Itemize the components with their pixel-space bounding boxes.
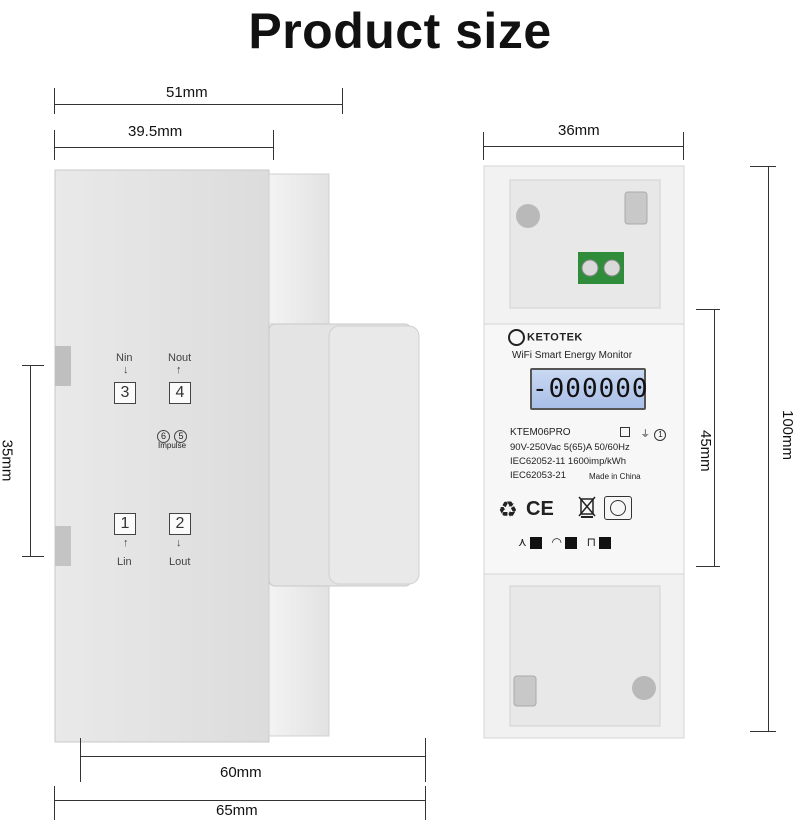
front-view: 36mm KETOTEK WiFi Smart Energy Monitor -… (460, 0, 800, 821)
page-title: Product size (248, 3, 552, 59)
terminal-3-box: 3 (114, 382, 136, 404)
dim-front-inner-height: 45mm (697, 430, 714, 472)
front-body (483, 165, 685, 739)
dim-top-width: 51mm (166, 84, 208, 101)
terminal-nin-label: Nin (116, 352, 133, 364)
model-number: KTEM06PRO (510, 427, 571, 438)
wifi-icon: ◠ (551, 535, 562, 549)
recycle-icon: ♻ (498, 497, 518, 522)
terminal-4-box: 4 (169, 382, 191, 404)
button-icon (604, 496, 632, 520)
terminal-1-box: 1 (114, 513, 136, 535)
dim-top-inner: 39.5mm (128, 123, 183, 140)
dim-bottom-inner: 60mm (220, 764, 262, 781)
product-name: WiFi Smart Energy Monitor (512, 350, 633, 361)
brand-logo: KETOTEK (508, 329, 583, 346)
impulse-label: Impulse (158, 441, 187, 450)
dim-bottom-width: 65mm (216, 802, 258, 819)
terminal-2-box: 2 (169, 513, 191, 535)
terminal-lin-label: Lin (117, 556, 132, 568)
dim-front-height: 100mm (779, 410, 796, 461)
terminal-nout-label: Nout (168, 352, 192, 364)
class-icon: ⏚ 1 (620, 424, 667, 442)
impulse-terminals: 6 5 (157, 426, 197, 444)
spec-line-3: IEC62053-21 (510, 470, 566, 481)
spec-line-2: IEC62052-11 1600imp/kWh (510, 456, 626, 467)
terminal-lout-label: Lout (169, 556, 191, 568)
made-in-label: Made in China (589, 472, 641, 481)
side-view: 51mm 39.5mm 35mm Nin ↓ (0, 84, 426, 820)
pulse-icon: ⋏ (518, 535, 527, 549)
spec-line-1: 90V-250Vac 5(65)A 50/60Hz (510, 442, 630, 453)
weee-bin-icon (578, 495, 596, 519)
ce-mark-icon: CE (526, 498, 554, 520)
dim-front-width: 36mm (558, 122, 600, 139)
indicator-row: ⋏ ◠ ⊓ (518, 535, 612, 549)
side-body (54, 169, 420, 743)
dim-left-height: 35mm (0, 439, 16, 482)
lcd-display: -000000 (530, 368, 648, 410)
